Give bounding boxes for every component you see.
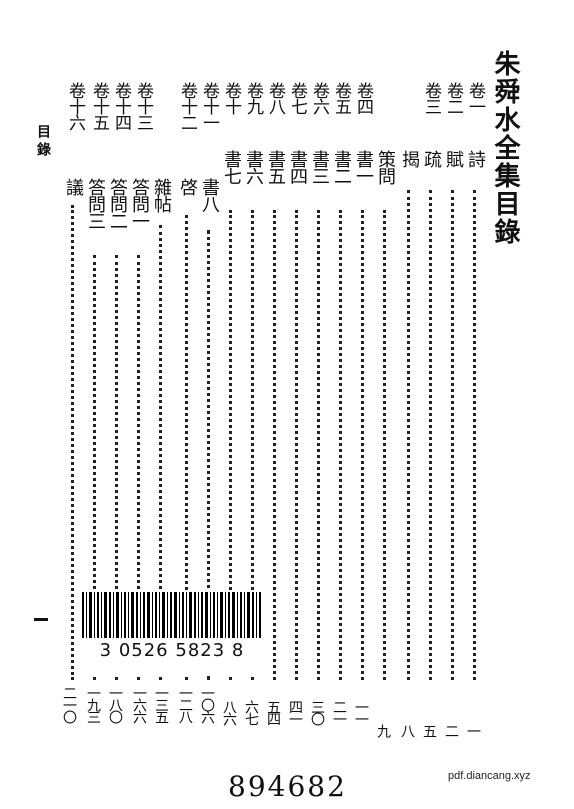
juan-label: 卷十五	[89, 82, 109, 130]
page-number: 六七	[243, 700, 259, 724]
page-number: 二一〇	[61, 686, 77, 722]
juan-label: 卷十二	[177, 82, 197, 130]
page-number: 三〇	[309, 700, 325, 724]
toc-entry: 雜帖	[151, 178, 172, 212]
dot-leader	[115, 255, 121, 680]
page-number: 一三五	[153, 686, 169, 722]
dot-leader	[317, 210, 323, 680]
margin-mark	[34, 618, 48, 621]
dot-leader	[451, 190, 457, 680]
page-number: 二一	[331, 700, 347, 724]
page-number: 一九三	[85, 686, 101, 722]
toc-entry: 答問二	[107, 178, 128, 229]
dot-leader	[295, 210, 301, 680]
juan-label: 卷六	[309, 82, 329, 114]
page-number: 一六六	[131, 686, 147, 722]
page-title: 朱舜水全集目錄	[490, 50, 520, 246]
barcode-sticker: 3 0526 5823 8	[78, 590, 266, 676]
dot-leader	[273, 210, 279, 680]
dot-leader	[137, 255, 143, 680]
page-number: 一〇六	[199, 686, 215, 722]
juan-label: 卷十三	[133, 82, 153, 130]
page-number: 一八〇	[107, 686, 123, 722]
dot-leader	[361, 210, 367, 680]
toc-entry: 策問	[375, 150, 396, 184]
toc-entry: 書二	[331, 150, 352, 184]
dot-leader	[185, 215, 191, 680]
toc-entry: 議	[63, 178, 84, 195]
page-number: 五	[421, 724, 437, 736]
toc-entry: 啓	[177, 178, 198, 195]
dot-leader	[339, 210, 345, 680]
juan-label: 卷七	[287, 82, 307, 114]
dot-leader	[251, 210, 257, 680]
toc-entry: 揭	[399, 150, 420, 167]
watermark: pdf.diancang.xyz	[448, 770, 531, 782]
dot-leader	[429, 190, 435, 680]
toc-entry: 書三	[309, 150, 330, 184]
juan-label: 卷十六	[65, 82, 85, 130]
page-number: 一	[465, 724, 481, 736]
juan-label: 卷九	[243, 82, 263, 114]
page-number: 一一	[353, 700, 369, 724]
toc-entry: 詩	[465, 150, 486, 167]
page-number: 九	[375, 724, 391, 736]
toc-entry: 書一	[353, 150, 374, 184]
page-number: 一二八	[177, 686, 193, 722]
dot-leader	[473, 190, 479, 680]
accession-number: 894682	[228, 770, 347, 803]
toc-entry: 書六	[243, 150, 264, 184]
juan-label: 卷十	[221, 82, 241, 114]
dot-leader	[229, 210, 235, 680]
juan-label: 卷三	[421, 82, 441, 114]
toc-entry: 書七	[221, 150, 242, 184]
side-label: 目錄	[35, 124, 51, 160]
barcode-number: 3 0526 5823 8	[99, 640, 245, 661]
toc-entry: 書五	[265, 150, 286, 184]
juan-label: 卷十一	[199, 82, 219, 130]
toc-entry: 答問一	[129, 178, 150, 229]
toc-entry: 書八	[199, 178, 220, 212]
toc-entry: 書四	[287, 150, 308, 184]
toc-entry: 賦	[443, 150, 464, 167]
page-number: 八六	[221, 700, 237, 724]
juan-label: 卷十四	[111, 82, 131, 130]
page-number: 八	[399, 724, 415, 736]
page-number: 五四	[265, 700, 281, 724]
dot-leader	[71, 205, 77, 680]
dot-leader	[407, 190, 413, 680]
juan-label: 卷八	[265, 82, 285, 114]
juan-label: 卷四	[353, 82, 373, 114]
dot-leader	[383, 210, 389, 680]
barcode-icon	[82, 592, 261, 638]
juan-label: 卷一	[465, 82, 485, 114]
dot-leader	[159, 225, 165, 680]
dot-leader	[93, 255, 99, 680]
toc-entry: 答問三	[85, 178, 106, 229]
toc-entry: 疏	[421, 150, 442, 167]
juan-label: 卷二	[443, 82, 463, 114]
page-number: 二	[443, 724, 459, 736]
juan-label: 卷五	[331, 82, 351, 114]
dot-leader	[207, 230, 213, 680]
page-number: 四一	[287, 700, 303, 724]
